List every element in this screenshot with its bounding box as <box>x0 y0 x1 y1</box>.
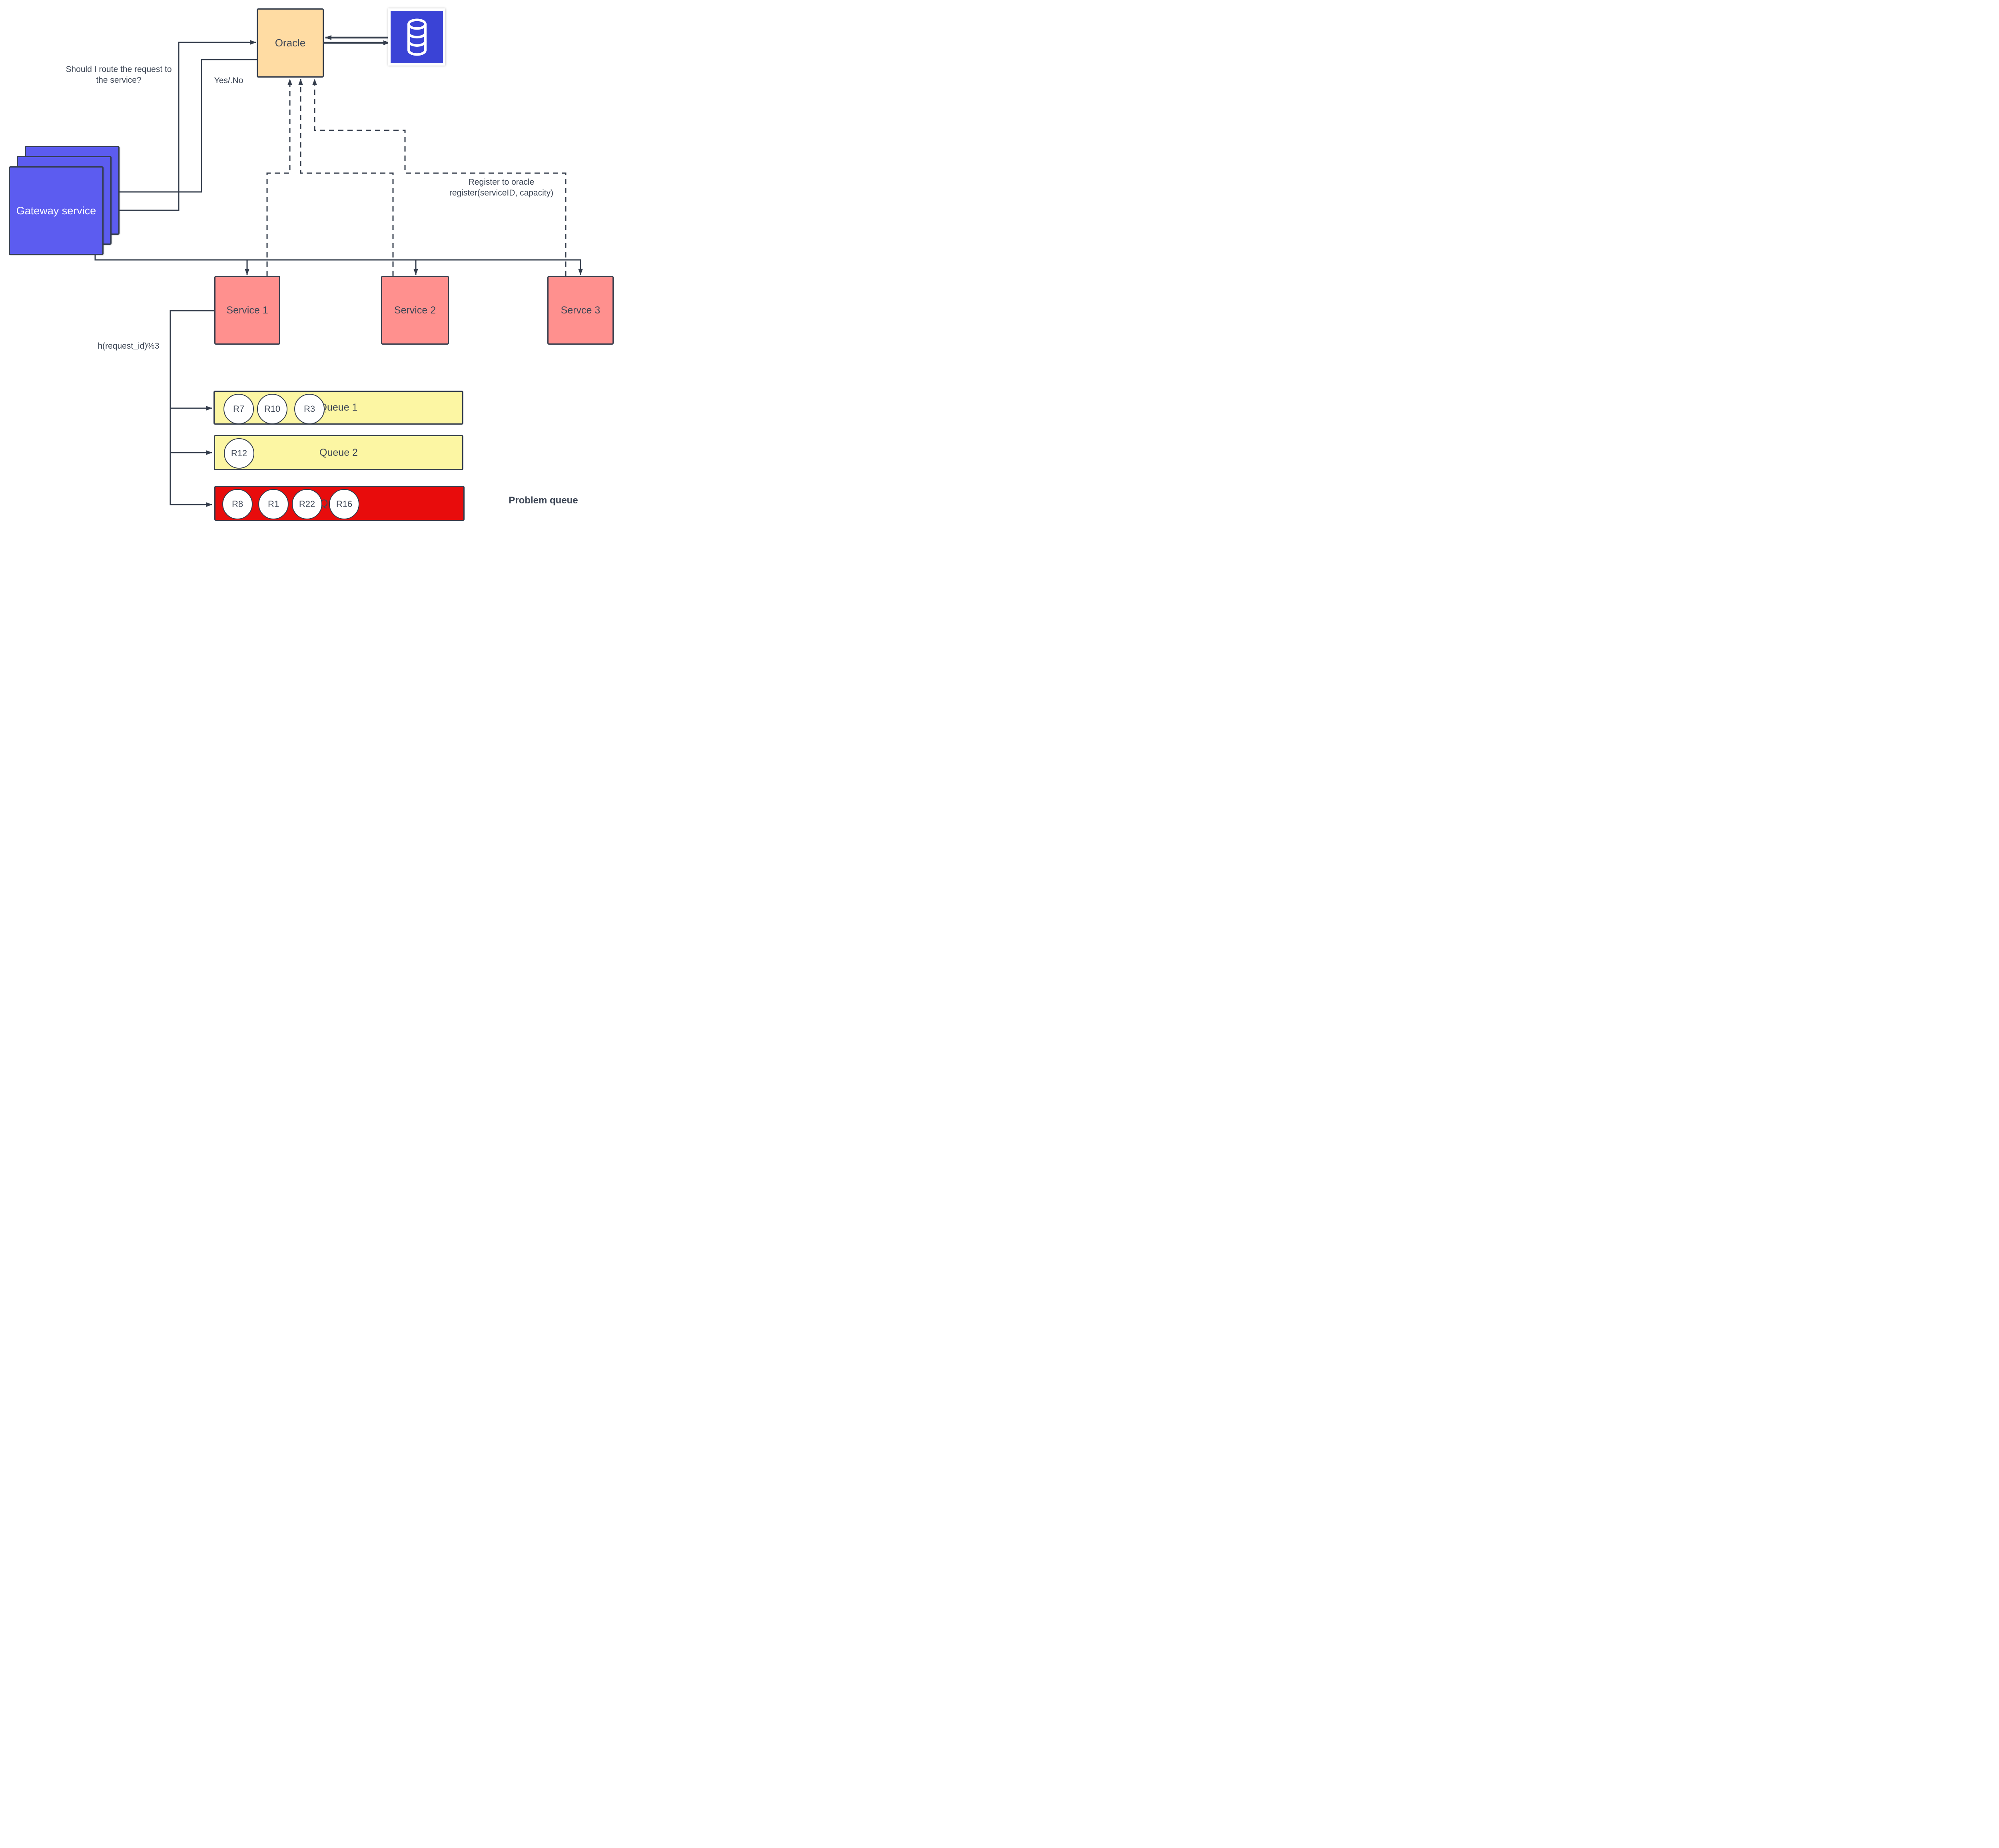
service2-register-connector <box>298 79 394 276</box>
request-circle-r16[interactable]: R16 <box>329 489 359 519</box>
problem-queue-caption: Problem queue <box>509 495 578 506</box>
gateway-node[interactable]: Gateway service <box>9 166 104 255</box>
request-circle-r3[interactable]: R3 <box>294 394 325 424</box>
request-label: R10 <box>264 404 281 414</box>
request-label: R12 <box>231 448 247 458</box>
hash-annotation: h(request_id)%3 <box>98 341 160 351</box>
request-circle-r8[interactable]: R8 <box>222 489 253 519</box>
gateway-label: Gateway service <box>16 204 96 217</box>
yes-no-annotation: Yes/.No <box>214 76 243 85</box>
service3-register-connector <box>312 79 567 276</box>
service1-register-connector <box>266 79 292 276</box>
oracle-node[interactable]: Oracle <box>257 8 324 78</box>
request-label: R16 <box>336 499 353 509</box>
request-circle-r22[interactable]: R22 <box>292 489 322 519</box>
request-circle-r12[interactable]: R12 <box>224 438 254 469</box>
oracle-to-gateway-answer-connector <box>105 59 257 194</box>
database-cylinder-icon <box>407 18 427 56</box>
request-circle-r7[interactable]: R7 <box>223 394 254 424</box>
queue1-node[interactable]: Queue 1 <box>213 391 463 425</box>
service2-label: Service 2 <box>394 304 436 316</box>
service3-node[interactable]: Servce 3 <box>547 276 614 345</box>
request-label: R3 <box>303 404 315 414</box>
request-label: R1 <box>267 499 279 509</box>
queue2-label: Queue 2 <box>319 447 358 458</box>
diagram-canvas: Oracle Gateway service Service 1 Servi <box>0 0 614 529</box>
request-label: R7 <box>233 404 245 414</box>
register-line1: Register to oracle <box>468 178 535 187</box>
queue1-label: Queue 1 <box>319 402 358 413</box>
service1-label: Service 1 <box>226 304 268 316</box>
routing-question-line2: the service? <box>96 76 142 85</box>
gateway-to-oracle-question-connector <box>104 40 256 211</box>
service3-label: Servce 3 <box>561 304 600 316</box>
service1-node[interactable]: Service 1 <box>214 276 280 345</box>
connector-layer <box>94 35 583 507</box>
request-label: R22 <box>299 499 315 509</box>
service2-node[interactable]: Service 2 <box>381 276 449 345</box>
request-label: R8 <box>231 499 243 509</box>
queue2-node[interactable]: Queue 2 <box>214 435 463 470</box>
register-line2: register(serviceID, capacity) <box>449 188 554 198</box>
database-icon <box>391 11 443 63</box>
oracle-label: Oracle <box>275 37 306 49</box>
request-circle-r10[interactable]: R10 <box>257 394 287 424</box>
database-node[interactable] <box>388 8 445 66</box>
gateway-to-service3-connector <box>94 255 583 275</box>
routing-question-line1: Should I route the request to <box>66 65 172 74</box>
register-annotation: Register to oracle register(serviceID, c… <box>439 177 563 198</box>
request-circle-r1[interactable]: R1 <box>258 489 289 519</box>
routing-question-annotation: Should I route the request to the servic… <box>59 64 179 86</box>
